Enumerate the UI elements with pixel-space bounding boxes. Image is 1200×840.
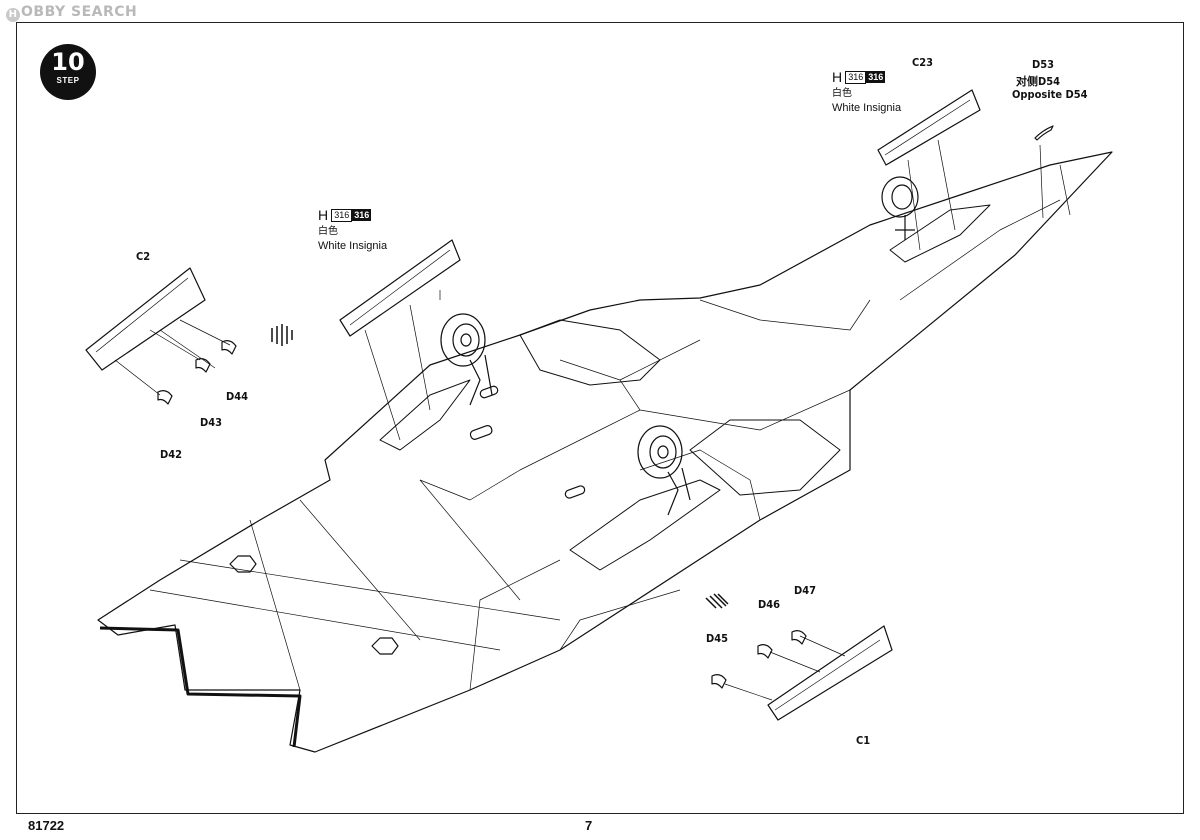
paint-code-dark: 316 — [352, 209, 372, 221]
watermark-text: OBBY SEARCH — [21, 4, 138, 20]
main-gear-bay-left — [379, 379, 471, 451]
door-c1 — [767, 625, 893, 721]
part-d44 — [221, 340, 237, 355]
step-number: 10 — [51, 48, 85, 76]
main-gear-bay-right — [569, 479, 721, 571]
slot-1 — [469, 425, 493, 440]
part-d45 — [711, 674, 727, 689]
label-d46: D46 — [758, 598, 780, 611]
label-d44: D44 — [226, 390, 248, 403]
main-wheel-right — [637, 425, 691, 516]
fuselage-edge — [99, 626, 302, 748]
c23-leader-lines — [907, 139, 956, 251]
c1-leader-lines — [724, 635, 846, 701]
intake-lower — [689, 419, 841, 496]
intake-upper — [519, 319, 661, 386]
paint-code: 316 — [845, 71, 867, 84]
direction-arrow-marks — [271, 324, 293, 346]
label-c23: C23 — [912, 56, 934, 69]
main-wheel-left — [440, 313, 493, 406]
paint-name-zh: 白色 — [832, 88, 852, 99]
page-number: 7 — [585, 818, 593, 833]
door-middle — [339, 239, 461, 337]
paint-code: 316 — [331, 209, 353, 222]
paint-name-en: White Insignia — [832, 102, 902, 114]
nose-gear-bay — [889, 204, 991, 263]
label-d42: D42 — [160, 448, 182, 461]
part-d42 — [157, 390, 173, 405]
slot-2 — [479, 385, 499, 399]
paint-code-dark: 316 — [866, 71, 886, 83]
label-d47: D47 — [794, 584, 816, 597]
step-badge: 10 STEP — [40, 44, 96, 100]
label-c1: C1 — [856, 734, 871, 747]
nose-wheel — [881, 176, 919, 240]
paint-letter: H — [318, 207, 329, 223]
c2-leader-lines — [114, 319, 231, 396]
step-word: STEP — [56, 76, 80, 85]
label-d45: D45 — [706, 632, 728, 645]
hex-panel-2 — [371, 637, 399, 655]
kit-number: 81722 — [28, 818, 65, 833]
paint-name-en: White Insignia — [318, 240, 388, 252]
label-d53: D53 — [1032, 58, 1054, 71]
fuselage-outline — [97, 151, 1113, 753]
label-c2: C2 — [136, 250, 151, 263]
part-d43 — [195, 358, 211, 373]
door-c2 — [85, 267, 206, 371]
door-middle-leader-lines — [364, 290, 441, 441]
page-border — [16, 22, 1184, 814]
slot-3 — [564, 485, 586, 499]
label-d43: D43 — [200, 416, 222, 429]
part-d46 — [757, 644, 773, 659]
direction-arrow-marks-2 — [705, 593, 729, 609]
label-d54-zh: 对侧D54 — [1016, 75, 1060, 88]
door-c23 — [877, 89, 981, 166]
part-d47 — [791, 630, 807, 645]
label-d54-en: Opposite D54 — [1012, 88, 1088, 101]
panel-lines — [149, 164, 1071, 691]
hex-panel-1 — [229, 555, 257, 573]
paint-letter: H — [832, 69, 843, 85]
watermark-logo: H — [6, 8, 20, 22]
part-d53 — [1034, 125, 1054, 141]
paint-name-zh: 白色 — [318, 226, 338, 237]
